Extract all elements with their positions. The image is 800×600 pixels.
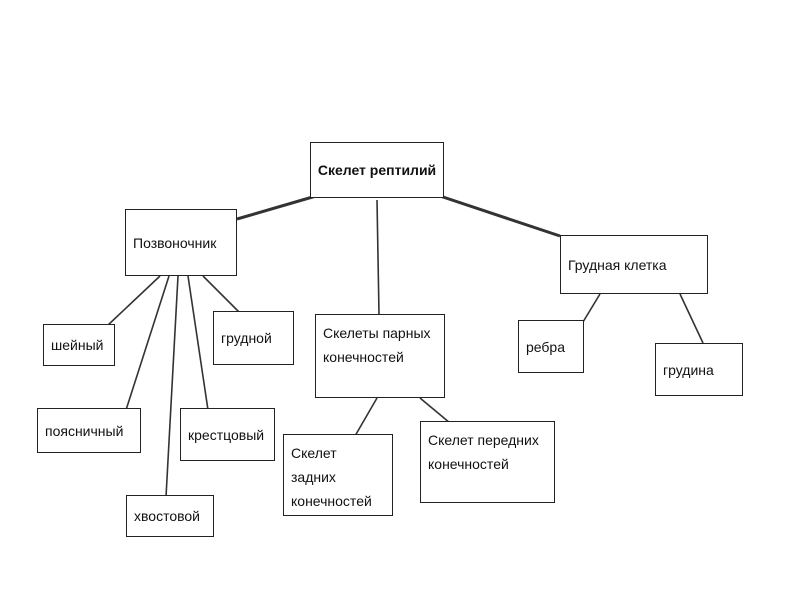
- edge-spine-lumbar: [125, 275, 170, 411]
- edge-limbs-fore: [419, 397, 451, 424]
- edge-root-spine: [236, 194, 317, 221]
- edge-spine-caudal: [165, 275, 179, 498]
- edge-root-chest: [439, 194, 561, 238]
- edge-chest-sternum: [679, 293, 704, 344]
- node-sacral: крестцовый: [180, 408, 275, 461]
- node-paired-limbs: Скелеты парных конечностей: [315, 314, 445, 398]
- node-cervical: шейный: [43, 324, 115, 366]
- node-caudal: хвостовой: [126, 495, 214, 537]
- node-rib-cage: Грудная клетка: [560, 235, 708, 294]
- node-reptile-skeleton: Скелет рептилий: [310, 142, 444, 198]
- node-thoracic: грудной: [213, 311, 294, 365]
- node-fore-limbs: Скелет передних конечностей: [420, 421, 555, 503]
- edge-limbs-hind: [354, 397, 378, 437]
- edge-spine-cervical: [106, 275, 161, 327]
- node-spine: Позвоночник: [125, 209, 237, 276]
- node-lumbar: поясничный: [37, 408, 141, 453]
- node-ribs: ребра: [518, 320, 584, 373]
- edge-spine-sacral: [187, 275, 209, 411]
- edge-chest-ribs: [582, 293, 601, 323]
- node-hind-limbs: Скелет задних конечностей: [283, 434, 393, 516]
- edge-spine-thoracic: [202, 275, 241, 314]
- edge-root-limbs: [376, 199, 380, 315]
- node-sternum: грудина: [655, 343, 743, 396]
